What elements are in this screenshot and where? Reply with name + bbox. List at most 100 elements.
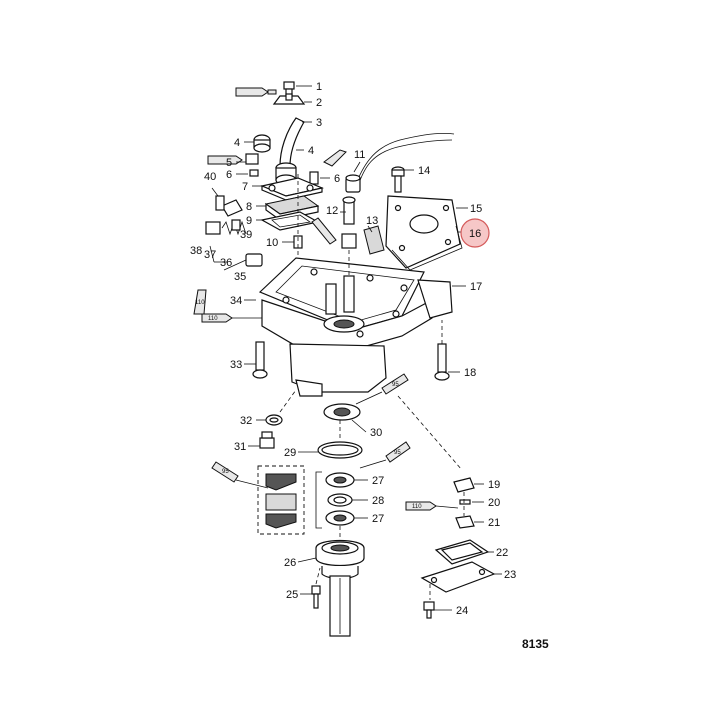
callout-6-left: 6 [226, 169, 232, 181]
callout-37: 37 [204, 249, 216, 261]
sealant-tube-5 [207, 155, 243, 165]
seal-27-top [325, 472, 355, 488]
sealant-tube-11 [323, 149, 347, 167]
housing-26 [315, 539, 365, 637]
screw-6-left [249, 169, 259, 177]
sealant-tube-1 [235, 87, 277, 97]
seal-39 [231, 219, 241, 231]
callout-38: 38 [190, 245, 202, 257]
figure-number: 8135 [522, 637, 549, 651]
bolt-33 [252, 341, 268, 379]
sealant-tube-95-mid: 95 [385, 441, 411, 463]
sealant-tube-34-110: 110 [201, 313, 233, 323]
callout-30: 30 [370, 427, 382, 439]
callout-16: 16 [469, 228, 481, 240]
callout-39: 39 [240, 229, 252, 241]
callout-26: 26 [284, 557, 296, 569]
callout-40: 40 [204, 171, 216, 183]
sensor-11 [345, 132, 455, 193]
nut-19 [453, 477, 475, 493]
callout-20: 20 [488, 497, 500, 509]
nut-5 [245, 153, 259, 165]
callout-5: 5 [226, 157, 232, 169]
plate-13 [363, 225, 385, 255]
valve-12 [341, 196, 357, 249]
gasket-16 [391, 225, 463, 271]
callout-27-top: 27 [372, 475, 384, 487]
pin-20 [459, 499, 471, 505]
callout-34: 34 [230, 295, 242, 307]
grommet-4-right [275, 162, 297, 186]
tube-label-110-a: 110 [195, 300, 205, 306]
seal-30 [323, 403, 361, 421]
sealant-tube-110-right: 110 [405, 501, 437, 511]
seal-section-detail [257, 465, 305, 535]
callout-7: 7 [242, 181, 248, 193]
oring-29 [317, 441, 363, 459]
tube-label-95-a: 95 [392, 382, 399, 388]
callout-32: 32 [240, 415, 252, 427]
screw-25 [311, 585, 321, 609]
screw-24 [423, 601, 435, 619]
callout-13: 13 [366, 215, 378, 227]
bearing-28 [327, 493, 353, 507]
callout-23: 23 [504, 569, 516, 581]
callout-6-right: 6 [334, 173, 340, 185]
callout-22: 22 [496, 547, 508, 559]
screw-6-right [309, 171, 319, 185]
callout-11: 11 [354, 149, 365, 161]
tube-label-110-c: 110 [412, 504, 422, 510]
callout-14: 14 [418, 165, 430, 177]
callout-28: 28 [372, 495, 384, 507]
callout-31: 31 [234, 441, 246, 453]
callout-12: 12 [326, 205, 338, 217]
callout-8: 8 [246, 201, 252, 213]
grommet-4-left [253, 134, 271, 153]
sealant-tube-95-left: 95 [211, 461, 239, 483]
hose-3 [279, 117, 305, 167]
bolt-14 [391, 166, 405, 193]
callout-35: 35 [234, 271, 246, 283]
callout-4-right: 4 [308, 145, 314, 157]
callout-21: 21 [488, 517, 500, 529]
callout-1: 1 [316, 81, 322, 93]
callout-19: 19 [488, 479, 500, 491]
callout-25: 25 [286, 589, 298, 601]
bracket-7 [260, 177, 324, 201]
fitting-40 [215, 195, 243, 217]
sealant-tube-12 [311, 217, 337, 245]
cover-23 [420, 561, 496, 593]
plug-31 [259, 431, 275, 449]
highlighted-callout-16-marker [460, 218, 490, 248]
housing-main [258, 257, 453, 397]
washer-32 [265, 414, 283, 426]
callout-18: 18 [464, 367, 476, 379]
callout-4-left: 4 [234, 137, 240, 149]
sealant-tube-95-top: 95 [381, 373, 409, 395]
tube-label-95-c: 95 [222, 469, 229, 475]
cover-plate-15 [385, 195, 461, 269]
callout-27-bottom: 27 [372, 513, 384, 525]
bolt-18 [434, 343, 450, 381]
seal-27-bottom [325, 510, 355, 526]
tube-label-110-b: 110 [208, 316, 218, 322]
callout-2: 2 [316, 97, 322, 109]
nut-21 [455, 515, 475, 529]
callout-29: 29 [284, 447, 296, 459]
tube-label-95-b: 95 [394, 450, 401, 456]
callout-10: 10 [266, 237, 278, 249]
clip-2 [272, 93, 306, 105]
callout-24: 24 [456, 605, 468, 617]
fitting-38 [205, 221, 221, 235]
callout-33: 33 [230, 359, 242, 371]
plunger-36 [245, 253, 263, 267]
gasket-22 [434, 539, 490, 565]
callout-36: 36 [220, 257, 232, 269]
gasket-9 [260, 211, 320, 231]
callout-17: 17 [470, 281, 482, 293]
callout-3: 3 [316, 117, 322, 129]
callout-15: 15 [470, 203, 482, 215]
sealant-tube-35-110: 110 [193, 289, 207, 315]
